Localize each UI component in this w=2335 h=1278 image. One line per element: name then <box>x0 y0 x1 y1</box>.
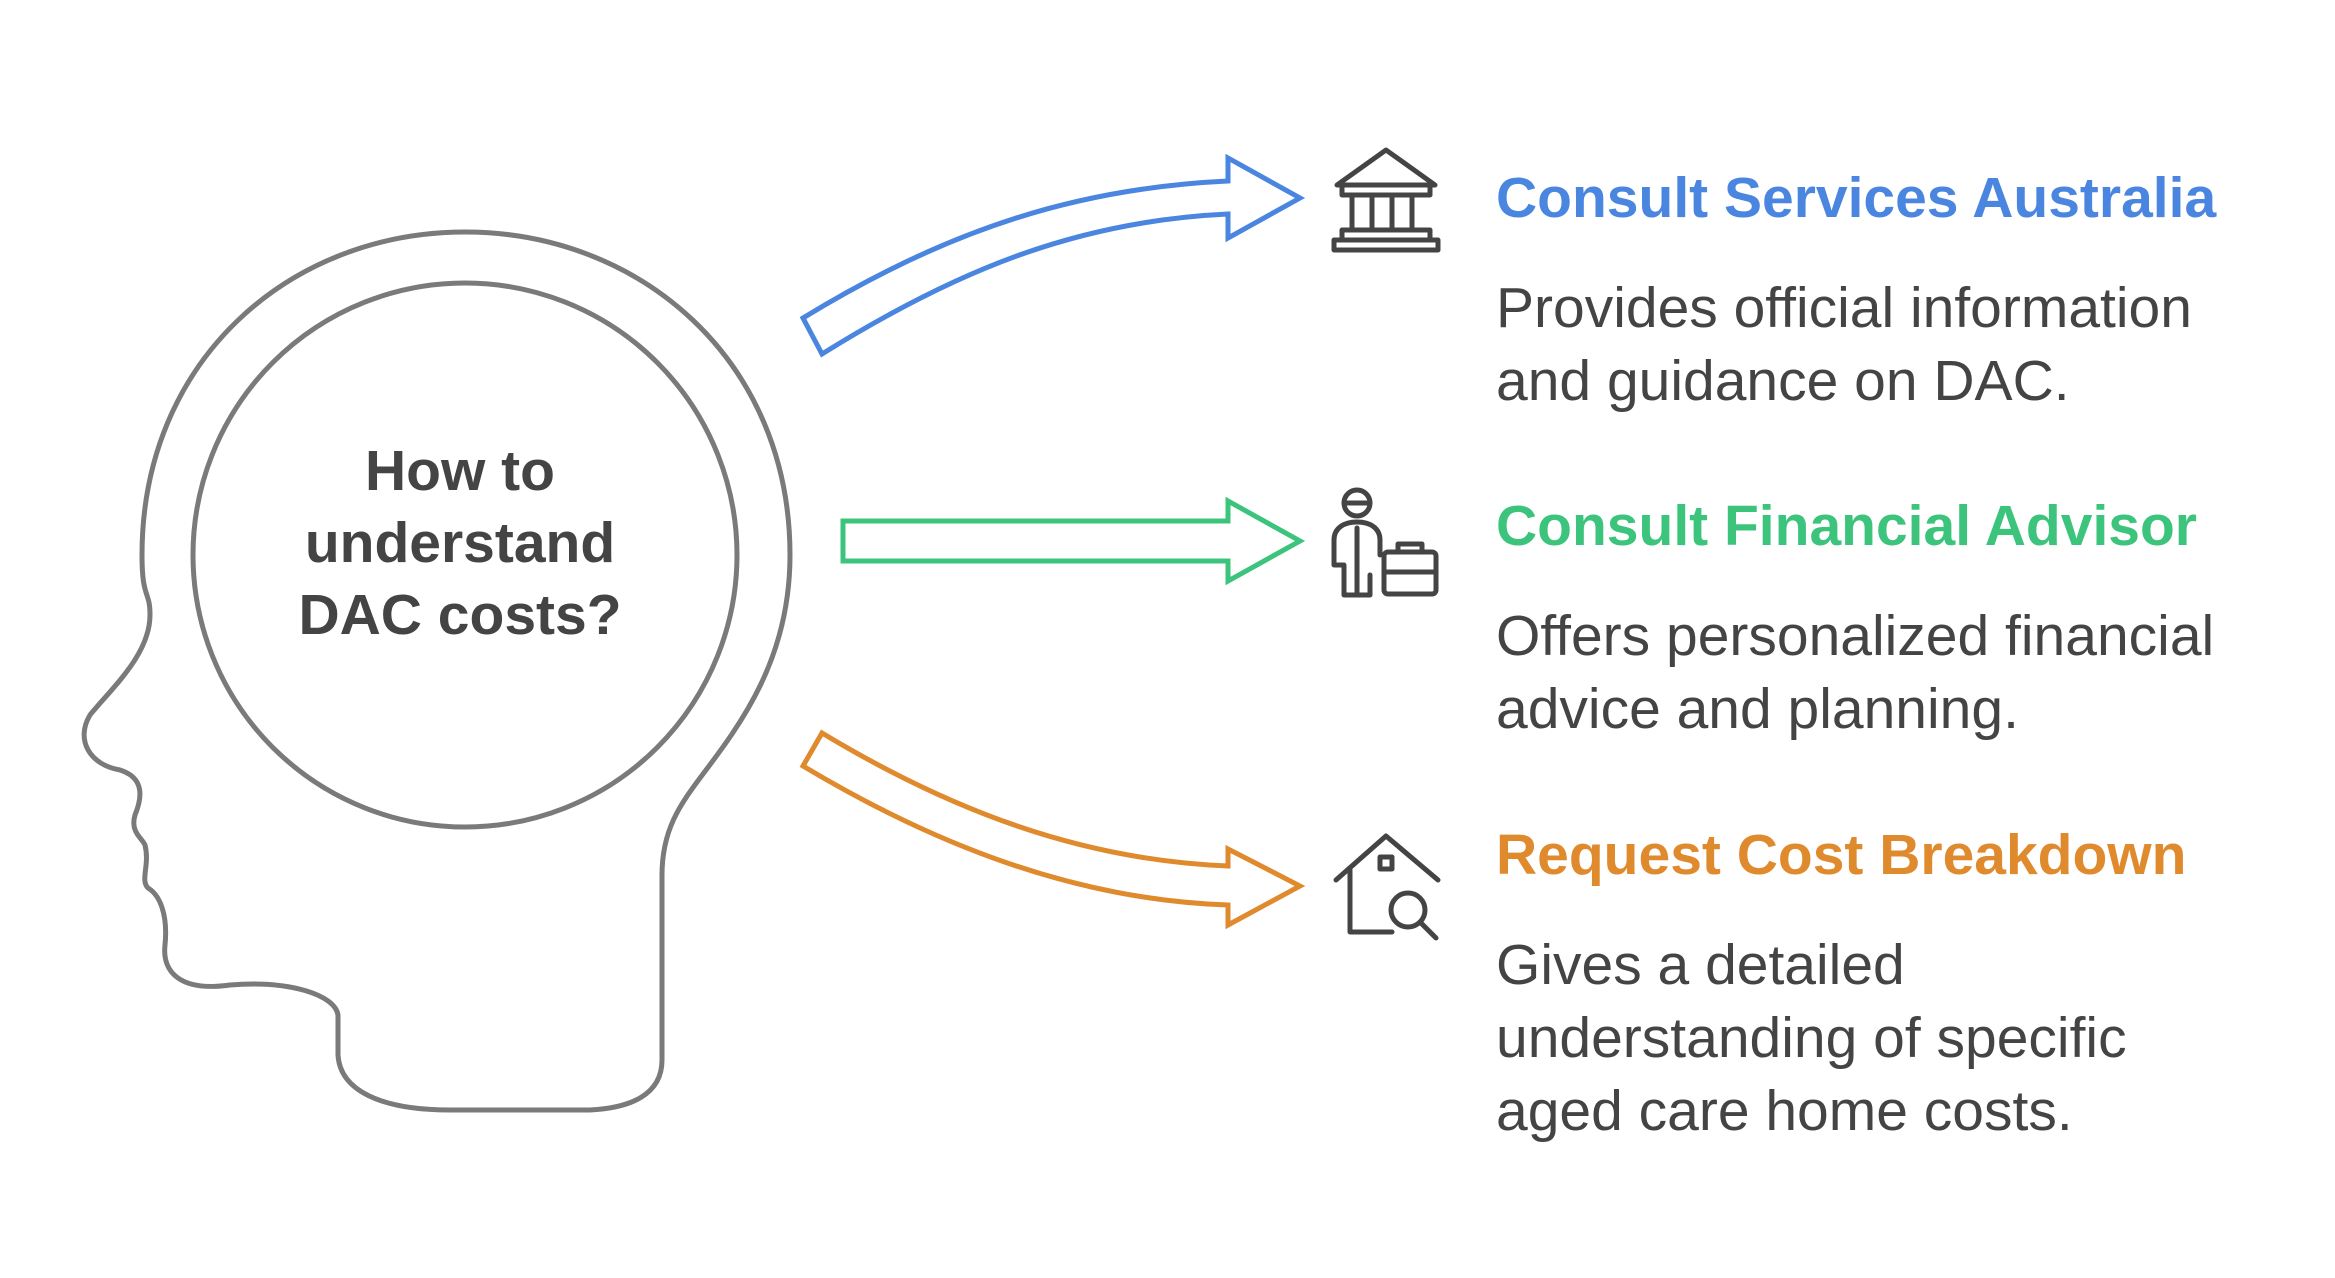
center-question-line-1: How to <box>230 435 690 507</box>
center-question: How to understand DAC costs? <box>230 435 690 651</box>
option-desc-line: and guidance on DAC. <box>1496 345 2192 418</box>
option-desc-line: Offers personalized financial <box>1496 600 2214 673</box>
option-title-financial-advisor: Consult Financial Advisor <box>1496 494 2197 558</box>
option-title-services-australia: Consult Services Australia <box>1496 166 2216 230</box>
center-question-line-2: understand <box>230 507 690 579</box>
center-question-line-3: DAC costs? <box>230 579 690 651</box>
arrow-services-australia <box>803 158 1300 354</box>
arrow-cost-breakdown <box>803 733 1300 925</box>
option-desc-services-australia: Provides official information and guidan… <box>1496 272 2192 418</box>
option-desc-line: Gives a detailed <box>1496 929 2127 1002</box>
option-desc-line: advice and planning. <box>1496 673 2214 746</box>
house-search-icon <box>1336 836 1438 938</box>
bank-icon <box>1334 150 1438 250</box>
option-desc-financial-advisor: Offers personalized financial advice and… <box>1496 600 2214 746</box>
option-desc-cost-breakdown: Gives a detailed understanding of specif… <box>1496 929 2127 1148</box>
option-desc-line: understanding of specific <box>1496 1002 2127 1075</box>
option-desc-line: aged care home costs. <box>1496 1075 2127 1148</box>
advisor-briefcase-icon <box>1334 490 1436 595</box>
arrow-financial-advisor <box>843 501 1300 581</box>
option-title-cost-breakdown: Request Cost Breakdown <box>1496 823 2186 887</box>
option-desc-line: Provides official information <box>1496 272 2192 345</box>
